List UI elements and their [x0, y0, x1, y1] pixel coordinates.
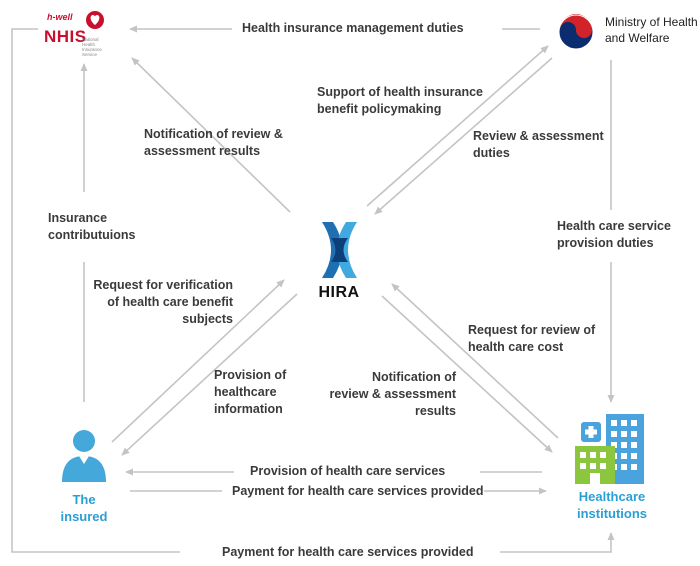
label-request-review: Request for review of health care cost [468, 323, 596, 354]
label-management-duties: Health insurance management duties [242, 21, 464, 35]
label-support-policymaking: Support of health insurance benefit poli… [317, 85, 483, 116]
nhis-tagline: h-well [47, 12, 73, 22]
label-payment-outer: Payment for health care services provide… [222, 545, 474, 559]
hira-wordmark: HIRA [318, 284, 360, 301]
label-notification-top: Notification of review & assessment resu… [144, 127, 283, 158]
label-payment-services: Payment for health care services provide… [232, 484, 484, 498]
label-insurance-contributions: Insurance contributuions [48, 211, 136, 242]
arrow-outer-payment [500, 532, 615, 553]
ministry-name: Ministry of Health and Welfare [605, 15, 698, 45]
person-icon [62, 430, 106, 482]
arrow-review-duties [374, 57, 553, 215]
arrow-provision-info [121, 293, 298, 456]
label-provision-services: Provision of health care services [250, 464, 446, 478]
label-request-verification: Request for verification of health care … [93, 278, 233, 326]
label-review-duties: Review & assessment duties [473, 129, 604, 160]
taegeuk-emblem [558, 14, 594, 50]
nhis-subtitle: National Health Insurance Service [82, 37, 102, 57]
label-notification-bottom: Notification of review & assessment resu… [329, 370, 456, 418]
nhis-wordmark: NHIS [44, 27, 87, 46]
hira-x-logo [322, 222, 357, 278]
label-provision-info: Provision of healthcare information [214, 368, 287, 416]
arrow-request-verification [111, 279, 285, 443]
arrow-support-policymaking [366, 45, 549, 207]
arrow-outer-frame [11, 28, 180, 553]
label-service-provision-duties: Health care service provision duties [557, 219, 671, 250]
institutions-label: Healthcare institutions [576, 489, 648, 521]
arrow-request-review [391, 283, 559, 439]
hospital-building-icon [575, 414, 644, 484]
nhis-heart-logo [86, 11, 104, 29]
insured-label: The insured [60, 492, 108, 524]
arrow-notification-bottom [381, 295, 553, 453]
arrow-notification-top [131, 57, 291, 213]
